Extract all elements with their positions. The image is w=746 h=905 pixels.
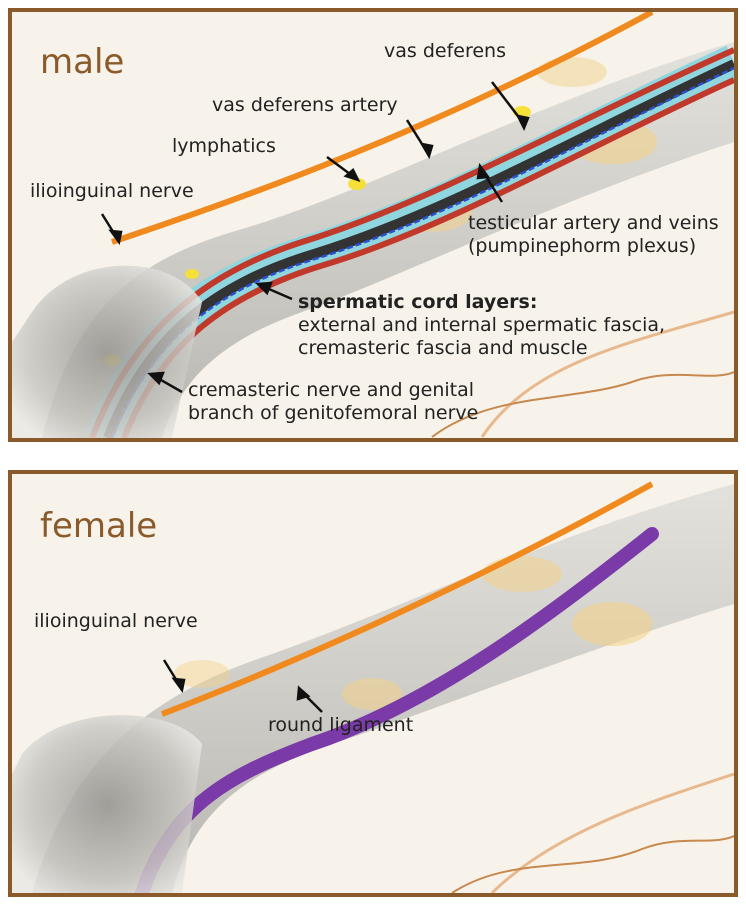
female-title: female	[40, 506, 157, 546]
male-title: male	[40, 42, 124, 82]
label-cord-layers-line1: external and internal spermatic fascia,	[298, 314, 665, 337]
skin-line	[492, 774, 734, 893]
label-testicular-line2: (pumpinephorm plexus)	[468, 235, 696, 258]
label-vas-deferens: vas deferens	[384, 40, 506, 63]
arrow-head	[174, 679, 184, 690]
fat-lobule	[572, 602, 652, 646]
inguinal-ring	[12, 715, 202, 893]
label-ilioinguinal-nerve: ilioinguinal nerve	[30, 180, 194, 203]
cord-layers-heading-text: spermatic cord layers:	[298, 291, 537, 313]
arrow-head	[422, 144, 432, 156]
label-cremasteric-line1: cremasteric nerve and genital	[188, 379, 474, 402]
fat-lobule	[537, 57, 607, 87]
label-cord-layers-heading: spermatic cord layers:	[298, 291, 537, 314]
label-round-ligament: round ligament	[268, 714, 413, 737]
label-cord-layers-line2: cremasteric fascia and muscle	[298, 337, 588, 360]
label-female-ilioinguinal-nerve: ilioinguinal nerve	[34, 610, 198, 633]
skin-fold	[452, 836, 734, 893]
fat-lobule	[482, 556, 562, 592]
inguinal-ring	[12, 266, 202, 438]
lymph-node	[185, 269, 199, 279]
label-lymphatics: lymphatics	[172, 135, 276, 158]
male-panel: male vas deferens vas deferens artery ly…	[8, 8, 738, 442]
label-vas-deferens-artery: vas deferens artery	[212, 94, 398, 117]
female-panel: female ilioinguinal nerve round ligament	[8, 470, 738, 897]
label-cremasteric-line2: branch of genitofemoral nerve	[188, 402, 478, 425]
label-testicular-line1: testicular artery and veins	[468, 212, 719, 235]
